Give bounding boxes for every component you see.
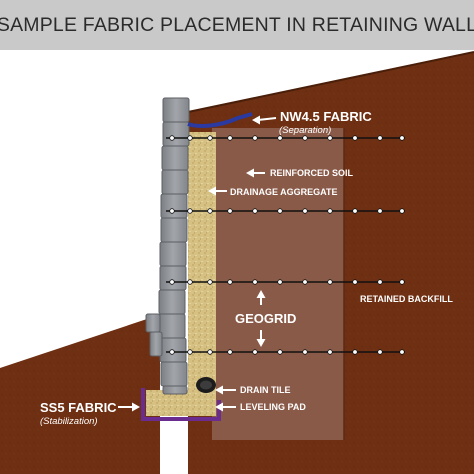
label-geogrid: GEOGRID: [235, 311, 296, 326]
drainage-aggregate: [188, 132, 216, 390]
label-drainage-aggregate: DRAINAGE AGGREGATE: [230, 187, 338, 197]
ss5-fabric-wrap: [141, 388, 221, 421]
title-bar: SAMPLE FABRIC PLACEMENT IN RETAINING WAL…: [0, 0, 474, 50]
label-reinforced-soil: REINFORCED SOIL: [270, 168, 354, 178]
soil-top-edge: [187, 51, 474, 113]
label-separation: (Separation): [279, 125, 331, 136]
diagram-title: SAMPLE FABRIC PLACEMENT IN RETAINING WAL…: [0, 13, 474, 36]
foreground-soil: [0, 318, 160, 474]
wall-blocks: [145, 97, 190, 395]
label-nw45-fabric: NW4.5 FABRIC: [280, 109, 372, 124]
geogrid-layer-3: [166, 279, 405, 285]
geogrid-layer-4: [166, 349, 405, 355]
reinforced-soil-zone: [212, 128, 344, 440]
geogrid-layer-2: [166, 208, 405, 214]
label-leveling-pad: LEVELING PAD: [240, 402, 306, 412]
retaining-wall-diagram: NW4.5 FABRIC (Separation) REINFORCED SOI…: [0, 51, 474, 474]
leader-arrows: [118, 115, 277, 412]
drain-tile: [196, 377, 216, 393]
geogrid-layer-1: [166, 135, 405, 141]
label-drain-tile: DRAIN TILE: [240, 385, 291, 395]
nw45-fabric: [187, 112, 253, 128]
label-stabilization: (Stabilization): [40, 416, 98, 427]
label-retained-backfill: RETAINED BACKFILL: [360, 294, 453, 304]
label-ss5-fabric: SS5 FABRIC: [40, 400, 117, 415]
